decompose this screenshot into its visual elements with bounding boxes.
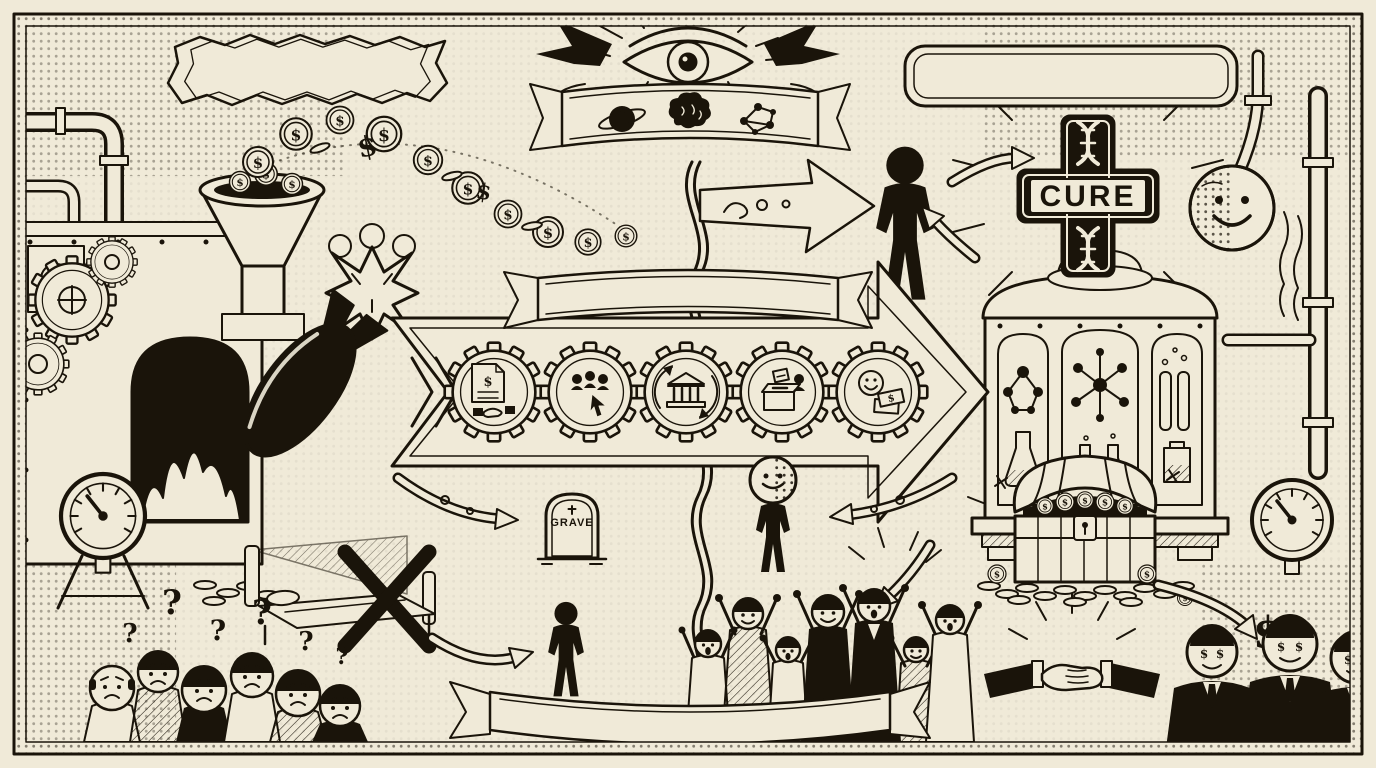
handshake-icon: [984, 660, 1160, 698]
all-seeing-eye-icon: [536, 26, 840, 109]
ray-burst-crowd: [848, 527, 942, 563]
treasure-chest: [977, 454, 1195, 607]
question-mark: ?: [336, 644, 349, 670]
dollar-eye: $: [1200, 647, 1208, 661]
sparkles: [994, 469, 1180, 489]
molecule-icon: [1003, 366, 1043, 414]
pipework-left: [26, 107, 129, 240]
dollar-eye: $: [1277, 640, 1285, 654]
bank-exchange-gear-icon: [653, 365, 719, 419]
bomb: [243, 288, 389, 458]
curved-arrow-to-cure: [946, 146, 1035, 188]
gravestone: GRAVE: [536, 492, 608, 565]
jagged-banner: [166, 33, 449, 107]
globe-headed-person: [748, 455, 798, 572]
crossed-out-bed: [244, 535, 437, 654]
flow-arrow-right: [698, 158, 876, 254]
pressure-gauge-left: [56, 474, 150, 610]
dollar-eye: $: [1216, 647, 1224, 661]
arrow-to-grave: [392, 472, 519, 530]
gear-medallion-bank: [635, 341, 737, 443]
ray-burst-handshake: [1008, 592, 1136, 640]
smiling-globe-icon: [1188, 164, 1276, 252]
grave-label: GRAVE: [550, 517, 593, 529]
cure-label: CURE: [1039, 180, 1136, 213]
dollar-eye: $: [1344, 653, 1352, 667]
question-marks: ? ? ? ? ? ?: [122, 583, 348, 670]
dollar-glyph: $: [474, 178, 493, 206]
center-ribbon: [503, 268, 873, 329]
saturn-planet-icon: [598, 106, 646, 132]
cure-cross-dna: CURE: [1016, 114, 1160, 278]
brain-icon: [668, 92, 711, 129]
rounded-banner: [903, 44, 1239, 108]
gear-medallion-smiley: $: [827, 341, 929, 443]
wing-flourish-left: [536, 26, 612, 66]
worried-crowd: ? ? ? ? ? ?: [83, 583, 368, 742]
dollar-glyph: $: [887, 393, 896, 405]
dollar-eye: $: [1295, 640, 1303, 654]
arrow-to-lone-person: [426, 632, 534, 669]
dollar-glyph: $: [483, 375, 492, 390]
cross-out-mark: [337, 544, 437, 654]
arrow-to-globe-person: [829, 472, 958, 525]
question-mark: ?: [162, 583, 182, 623]
wing-flourish-right: [764, 26, 840, 66]
gear-medallion-contract: $: [443, 341, 545, 443]
curved-arrow-to-person: [921, 206, 981, 264]
gear-medallion-crowd: [539, 341, 641, 443]
question-mark: ?: [122, 619, 137, 649]
question-mark: ?: [298, 627, 313, 657]
bottom-ribbon: [449, 681, 931, 742]
machine-gears: [26, 236, 138, 396]
contract-dollar-gear-icon: $: [471, 363, 515, 418]
furnace-fire: [141, 451, 241, 521]
question-mark: ?: [252, 593, 272, 633]
gear-medallion-ballot: [731, 341, 833, 443]
crowd-support-gear-icon: [571, 371, 609, 418]
network-graph-icon: [740, 103, 776, 135]
money-eyed-businessmen: $ $ $ $ $ $: [1166, 614, 1352, 742]
arrow-to-money: [1152, 579, 1258, 640]
icon-ribbon: [529, 82, 851, 151]
molecule-icon: [1071, 348, 1129, 422]
ballot-box-gear-icon: [761, 367, 805, 411]
money-funnel: [198, 162, 326, 341]
question-mark: ?: [210, 614, 226, 647]
dna-helix-icon: [1076, 120, 1100, 272]
frame-border: [12, 12, 1364, 756]
pipework-right: [1221, 49, 1334, 480]
coin-stream: $ $: [242, 105, 638, 256]
test-tubes-icon: [1159, 347, 1191, 483]
smiley-money-gear-icon: $: [858, 370, 906, 415]
